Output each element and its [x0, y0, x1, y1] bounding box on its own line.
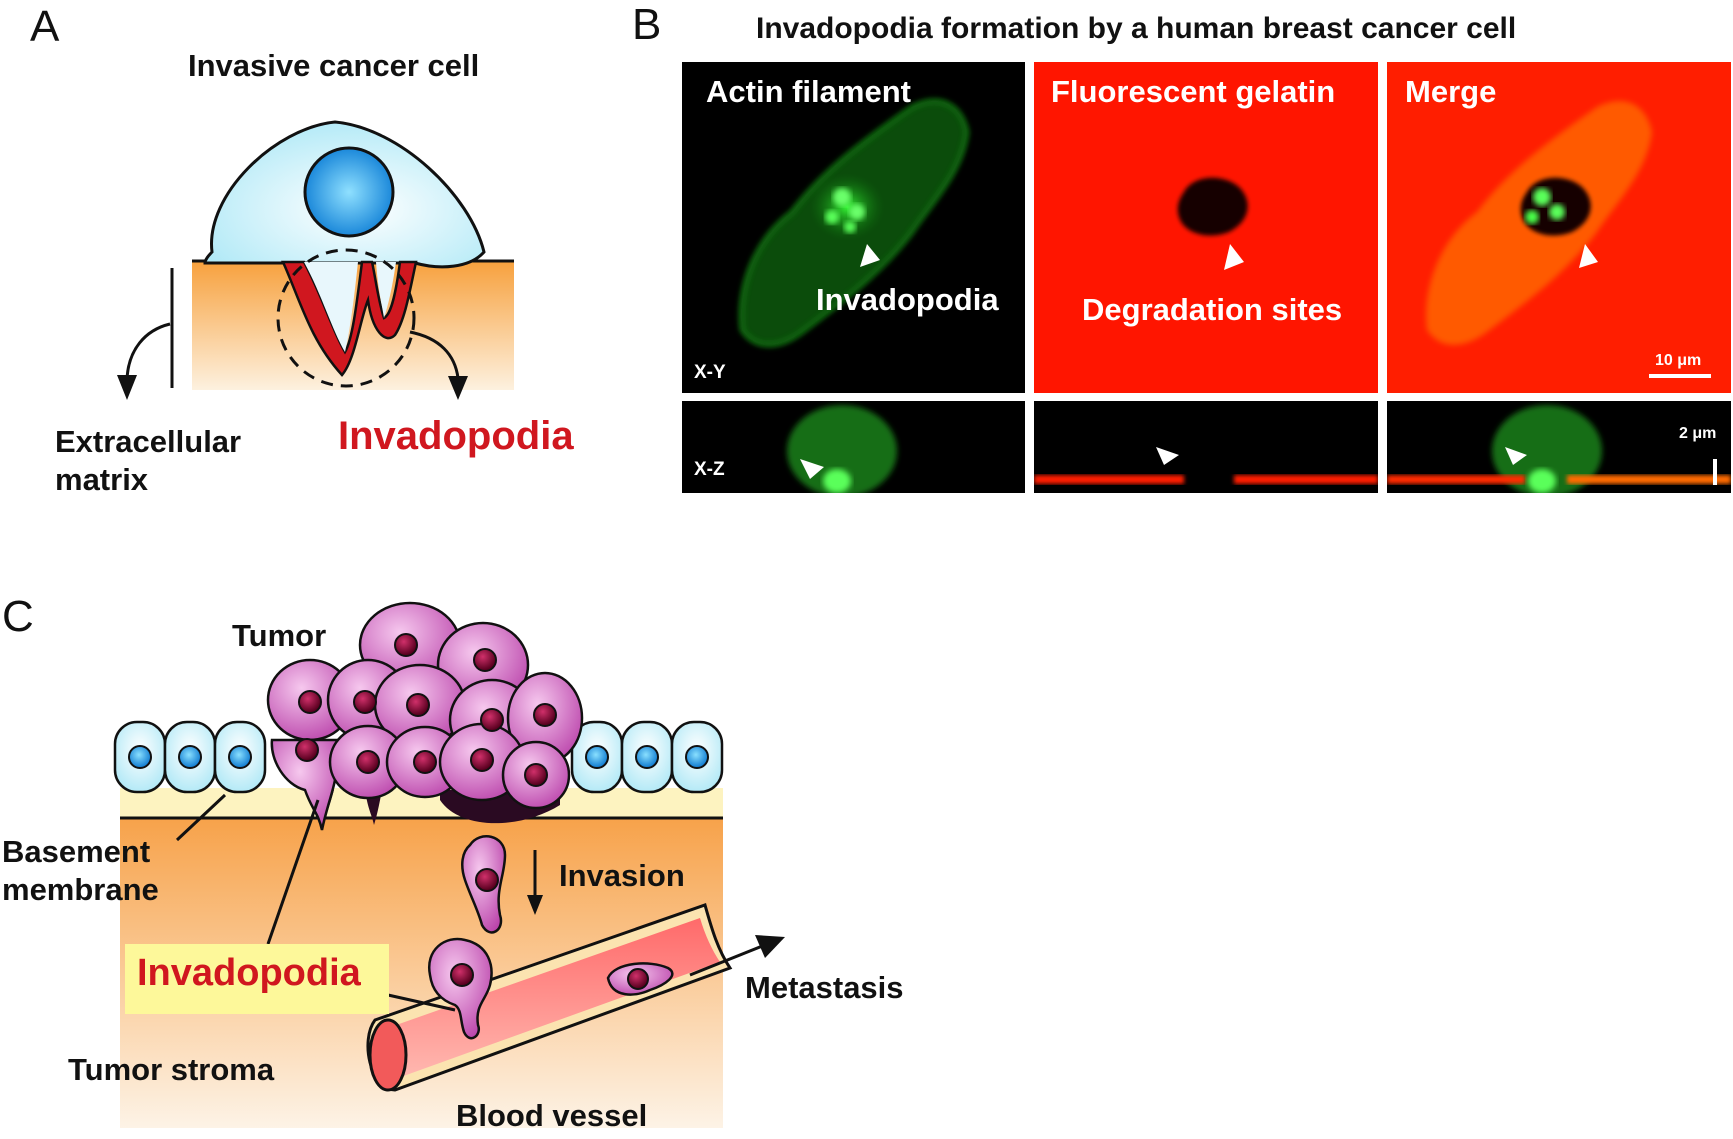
panel-a-title: Invasive cancer cell	[188, 48, 480, 83]
epithelial-cells-right	[570, 720, 724, 794]
tumor-label: Tumor	[232, 618, 327, 653]
panel-b-letter: B	[632, 0, 662, 49]
basement-membrane-label-line1: Basement	[2, 834, 151, 869]
arrowhead-actin-xy	[860, 244, 880, 267]
invadopodia-label-a: Invadopodia	[338, 414, 574, 458]
ecm-label-line2: matrix	[55, 462, 149, 497]
basement-membrane-label-line2: membrane	[2, 872, 159, 907]
invading-cell	[461, 835, 507, 934]
micrograph-merge-xz: 2 μm	[1387, 401, 1731, 493]
epithelial-cells-left	[113, 720, 267, 794]
ecm-label-line1: Extracellular	[55, 424, 242, 459]
col-label-actin: Actin filament	[706, 74, 911, 109]
micrograph-gelatin-xz	[1034, 401, 1378, 493]
micrograph-gelatin-xy: Fluorescent gelatin Degradation sites	[1034, 62, 1378, 393]
invadopodia-protrusion	[281, 260, 418, 377]
invadopodia-label-c: Invadopodia	[137, 952, 361, 994]
invadopodia-label-b: Invadopodia	[816, 282, 999, 317]
scale-bar-xy	[1649, 374, 1711, 378]
panel-c-letter: C	[2, 592, 34, 641]
invasion-label: Invasion	[559, 858, 685, 893]
col-label-gelatin: Fluorescent gelatin	[1051, 74, 1336, 109]
nucleus	[303, 146, 395, 238]
col-label-merge: Merge	[1405, 74, 1497, 109]
blood-vessel	[366, 903, 733, 1092]
xz-label: X-Z	[694, 459, 725, 480]
blood-vessel-label: Blood vessel	[456, 1098, 648, 1133]
arrowhead-gelatin-xz	[1156, 447, 1179, 465]
arrowhead-merge-xz	[1505, 447, 1527, 465]
invadopodia-highlight	[125, 944, 389, 1014]
micrograph-actin-xy: Actin filament Invadopodia X-Y	[682, 62, 1025, 393]
metastasis-label: Metastasis	[745, 970, 904, 1005]
tumor-mass	[266, 601, 584, 831]
xy-label: X-Y	[694, 362, 726, 383]
panel-a-letter: A	[30, 2, 60, 51]
intravasating-cell	[427, 937, 493, 1040]
arrowhead-gelatin-xy	[1224, 244, 1244, 270]
panel-b-title: Invadopodia formation by a human breast …	[756, 12, 1517, 45]
scale-label-xy: 10 μm	[1655, 352, 1702, 369]
scale-label-xz: 2 μm	[1679, 425, 1717, 442]
tumor-stroma-label: Tumor stroma	[68, 1052, 275, 1087]
dashed-highlight-circle	[276, 248, 416, 388]
arrowhead-merge-xy	[1579, 244, 1598, 268]
micrograph-merge-xy: Merge 10 μm	[1387, 62, 1731, 393]
scale-bar-xz	[1713, 459, 1717, 485]
degradation-label: Degradation sites	[1082, 292, 1343, 327]
micrograph-actin-xz: X-Z	[682, 401, 1025, 493]
arrowhead-actin-xz	[800, 459, 824, 479]
